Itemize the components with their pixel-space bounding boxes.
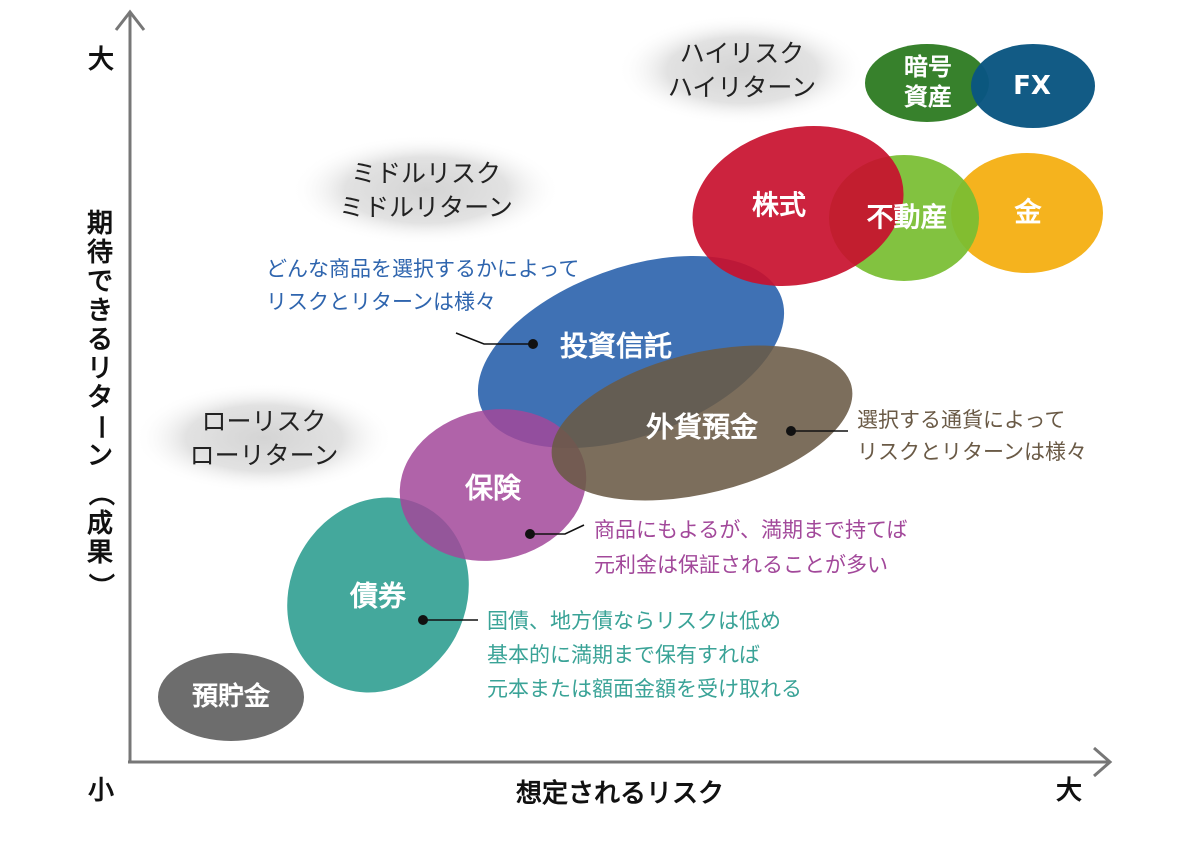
label-gold: 金 [1014, 197, 1043, 229]
note-insurance-line1: 商品にもよるが、満期まで持てば [594, 518, 908, 542]
zone-high-cloud [617, 15, 867, 125]
label-fx-deposit: 外貨預金 [646, 411, 759, 444]
x-axis-title: 想定されるリスク [516, 778, 724, 809]
zone-mid-cloud [291, 135, 561, 245]
y-axis-title: 期 待 で き る リ タ ー ン （ 成 果 ） [85, 209, 115, 599]
origin-label: 小 [88, 776, 114, 806]
x-axis-max-label: 大 [1056, 776, 1082, 806]
label-bond: 債券 [349, 580, 407, 613]
note-insurance-line2: 元利金は保証されることが多い [594, 553, 888, 577]
leader-bond [418, 615, 478, 625]
zone-mid-line2: ミドルリターン [339, 193, 513, 222]
y-axis-max-label: 大 [88, 45, 114, 75]
note-fx-deposit-line2: リスクとリターンは様々 [857, 440, 1087, 464]
leader-insurance [525, 524, 585, 539]
y-title-char: ン [87, 441, 113, 471]
zone-low-cloud [134, 383, 394, 493]
label-crypto-line1: 暗号 [904, 53, 952, 81]
blob-gold [951, 153, 1103, 273]
zone-high-line2: ハイリターン [668, 73, 816, 102]
y-title-char: ー [85, 414, 115, 440]
zone-low-line2: ローリターン [190, 441, 339, 470]
zone-mid-line1: ミドルリスク [351, 159, 501, 188]
label-fund: 投資信託 [560, 330, 672, 363]
label-fx: FX [1013, 71, 1051, 101]
blob-insurance [399, 409, 587, 561]
y-title-char: 期 [87, 209, 113, 239]
label-stock: 株式 [752, 191, 806, 222]
note-bond-line1: 国債、地方債ならリスクは低め [487, 609, 781, 633]
note-fx-deposit-line1: 選択する通貨によって [857, 408, 1065, 432]
blob-crypto [865, 44, 989, 122]
note-fund-line2: リスクとリターンは様々 [266, 290, 496, 314]
note-bond-line3: 元本または額面金額を受け取れる [487, 677, 802, 701]
y-title-char: で [87, 267, 113, 297]
blob-deposit [158, 653, 304, 741]
y-title-char: リ [87, 354, 113, 384]
y-title-char: 成 [87, 509, 113, 539]
y-title-char: タ [87, 383, 113, 413]
blob-stock [692, 126, 904, 286]
leader-fund [455, 332, 538, 349]
leader-fx-deposit [786, 426, 848, 436]
note-bond-line2: 基本的に満期まで保有すれば [487, 643, 760, 667]
zone-high-line1: ハイリスク [680, 39, 805, 68]
y-title-char: 果 [87, 538, 113, 568]
label-insurance: 保険 [465, 472, 522, 505]
blob-fx-deposit [551, 345, 853, 501]
y-title-char: ） [85, 573, 115, 599]
axes [114, 9, 1113, 778]
zone-low-line1: ローリスク [201, 407, 326, 436]
y-title-char: る [87, 325, 113, 355]
y-title-char: き [87, 296, 113, 326]
label-crypto-line2: 資産 [904, 83, 952, 111]
y-title-char: 待 [87, 238, 113, 268]
label-real-estate: 不動産 [867, 202, 948, 234]
blob-fx [971, 44, 1095, 128]
note-fund-line1: どんな商品を選択するかによって [266, 257, 579, 281]
blob-bond [287, 497, 469, 693]
y-title-char: （ [85, 480, 115, 506]
label-deposit: 預貯金 [192, 681, 271, 712]
